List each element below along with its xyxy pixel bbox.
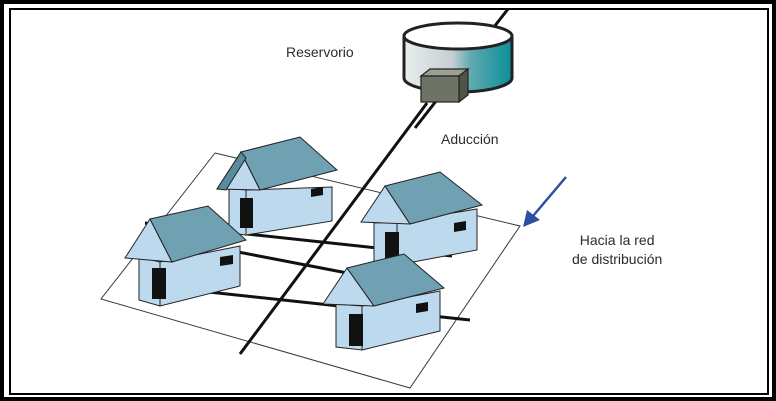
reservoir-tank-icon xyxy=(402,21,514,104)
distribution-main-pipe xyxy=(238,102,429,355)
diagram-inner-border xyxy=(9,8,769,395)
conduction-label: Aducción xyxy=(441,131,499,147)
distribution-label-line2: de distribución xyxy=(572,251,663,267)
house-icon xyxy=(216,136,339,236)
valve-box xyxy=(419,67,470,104)
house-icon xyxy=(124,205,248,307)
arrow-icon xyxy=(523,176,567,227)
distribution-label-line1: Hacia la red xyxy=(579,232,655,248)
distribution-network-label: Hacia la red de distribución xyxy=(572,231,662,269)
house-icon xyxy=(322,253,446,351)
house-icon xyxy=(360,171,484,266)
reservoir-label: Reservorio xyxy=(286,44,354,60)
